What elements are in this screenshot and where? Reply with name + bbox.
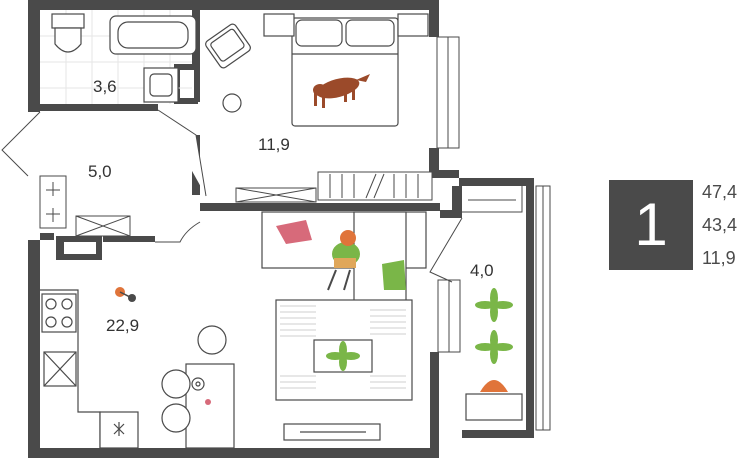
total-area: 47,4: [702, 182, 738, 202]
kitchen-living-area-label: 22,9: [106, 316, 139, 335]
living-decor: [276, 220, 406, 371]
dog-illustration: [313, 74, 370, 108]
bathroom-fixtures: [51, 13, 197, 103]
kitchen-details: [115, 287, 211, 405]
hall-area-label: 5,0: [88, 162, 112, 181]
wardrobe: [235, 171, 433, 203]
apartment-summary: 1 47,4 43,4 11,9: [609, 180, 754, 270]
bathroom-area-label: 3,6: [93, 77, 117, 96]
balcony-area-label: 4,0: [470, 261, 494, 280]
kitchen-area: 11,9: [702, 248, 736, 268]
living-furniture: [261, 211, 427, 441]
living-area: 43,4: [702, 215, 738, 235]
kitchen-furniture: [40, 289, 235, 449]
room-count-badge: 1: [609, 180, 693, 270]
hall-furniture: [1, 109, 207, 243]
bedroom-furniture: [205, 13, 429, 127]
balcony-items: [429, 217, 523, 421]
bedroom-area-label: 11,9: [258, 135, 290, 154]
windows: [436, 36, 551, 431]
rug-lines: [280, 305, 406, 389]
